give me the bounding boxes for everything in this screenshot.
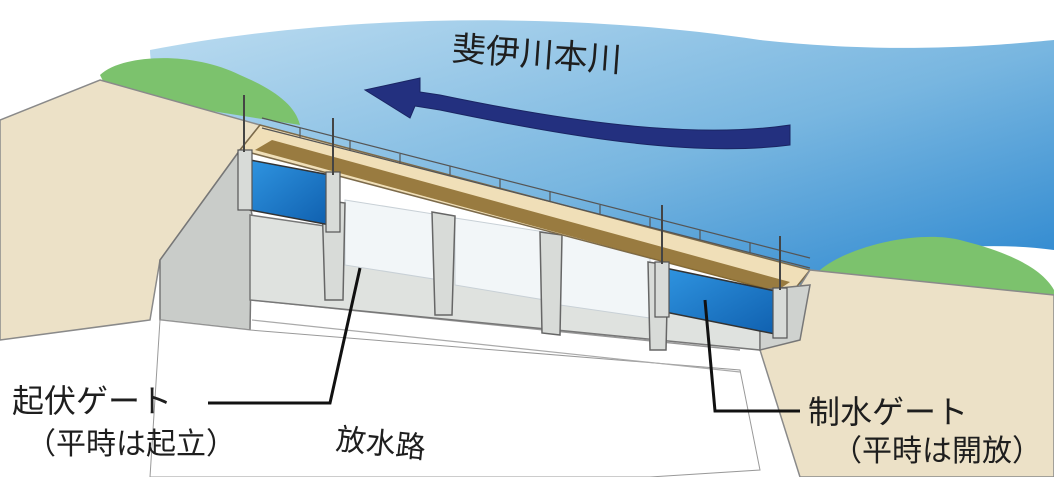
- gate-post-4: [772, 287, 788, 339]
- flow-arrow-body: [363, 77, 791, 150]
- gate-post-1: [237, 149, 253, 211]
- spill-water-2: [454, 217, 546, 301]
- spillway-floor: [149, 319, 761, 478]
- left-grass-bank: [100, 58, 300, 125]
- pier-2: [431, 211, 456, 316]
- control-gate-leader: [703, 299, 800, 413]
- control-gate-label: 制水ゲート: [808, 393, 969, 431]
- railing-posts: [299, 128, 751, 253]
- bridge-railing: [261, 117, 811, 269]
- walkway-strip: [255, 140, 790, 292]
- inflatable-gate-label: 起伏ゲート: [12, 382, 173, 420]
- gate-post-2: [325, 171, 341, 233]
- spillway-step-2: [251, 319, 741, 373]
- river-water: [150, 20, 1054, 286]
- spillway-label: 放水路: [334, 422, 428, 467]
- gate-post-3: [654, 261, 670, 318]
- inflatable-gate-leader: [208, 267, 362, 405]
- inflatable-gate-note: （平時は起立）: [26, 427, 236, 462]
- control-gate-note: （平時は開放）: [832, 434, 1042, 469]
- pier-3: [539, 231, 563, 336]
